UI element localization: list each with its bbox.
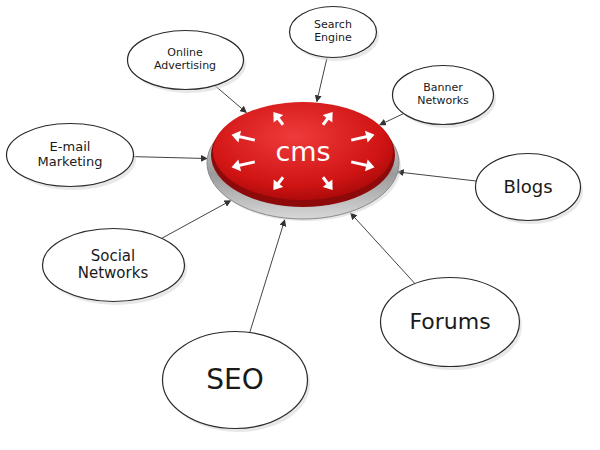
topic-ellipse: E-mail Marketing bbox=[5, 122, 135, 188]
connector-arrow bbox=[397, 172, 475, 181]
topic-ellipse: Social Networks bbox=[41, 227, 186, 303]
topic-ellipse: Blogs bbox=[474, 152, 582, 222]
topic-label: E-mail Marketing bbox=[30, 140, 110, 170]
topic-label: Forums bbox=[409, 309, 490, 334]
topic-label: Online Advertising bbox=[149, 47, 221, 72]
topic-label: Blogs bbox=[503, 177, 552, 198]
connector-arrow bbox=[351, 213, 415, 283]
topic-ellipse: SEO bbox=[161, 330, 309, 430]
connector-arrow bbox=[134, 157, 207, 159]
topic-ellipse: Online Advertising bbox=[126, 29, 245, 91]
cms-button: cms bbox=[205, 95, 401, 223]
topic-label: Social Networks bbox=[68, 248, 158, 283]
topic-ellipse: Banner Networks bbox=[391, 64, 495, 126]
connector-arrow bbox=[162, 201, 231, 239]
connector-arrow bbox=[215, 86, 246, 113]
topic-label: SEO bbox=[206, 364, 264, 396]
connector-arrow bbox=[250, 220, 285, 332]
topic-label: Search Engine bbox=[307, 19, 359, 44]
topic-label: Banner Networks bbox=[412, 82, 474, 107]
connector-arrow bbox=[317, 58, 327, 102]
connector-arrow bbox=[380, 114, 404, 125]
button-label: cms bbox=[275, 138, 330, 165]
topic-ellipse: Forums bbox=[379, 276, 521, 368]
topic-ellipse: Search Engine bbox=[288, 5, 378, 59]
